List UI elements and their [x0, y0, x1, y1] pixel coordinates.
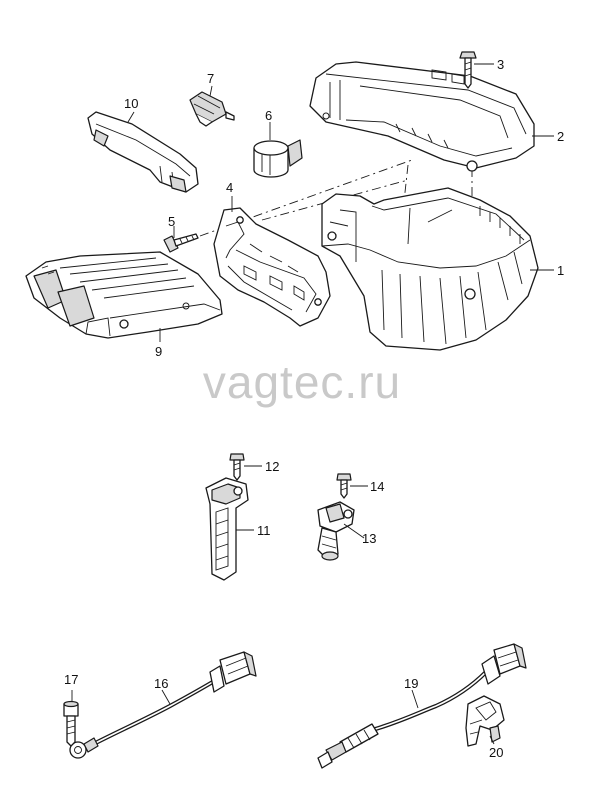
- callout-6: 6: [265, 108, 272, 123]
- callout-17: 17: [64, 672, 78, 687]
- part-17-bolt: [63, 700, 79, 747]
- callout-10: 10: [124, 96, 138, 111]
- part-13-sensor: [317, 501, 355, 561]
- callout-14: 14: [370, 479, 384, 494]
- callout-19: 19: [404, 676, 418, 691]
- part-10-cover-strip: [87, 111, 199, 193]
- callout-13: 13: [362, 531, 376, 546]
- part-9-control-unit: [25, 251, 223, 339]
- callout-2: 2: [557, 129, 564, 144]
- leader-lines: [71, 63, 554, 745]
- watermark-text: vagtec.ru: [203, 356, 401, 408]
- part-2-housing-cover: [309, 61, 535, 172]
- part-6-relay: [253, 139, 303, 178]
- part-5-screw: [163, 233, 199, 253]
- part-7-connector: [189, 91, 235, 127]
- callout-20: 20: [489, 745, 503, 760]
- part-1-housing-lower: [321, 187, 539, 351]
- callout-7: 7: [207, 71, 214, 86]
- callout-9: 9: [155, 344, 162, 359]
- part-12-screw: [229, 453, 245, 481]
- part-16-knock-sensor: [69, 651, 257, 759]
- callout-4: 4: [226, 180, 233, 195]
- callout-16: 16: [154, 676, 168, 691]
- part-19-lambda-sensor: [317, 643, 527, 769]
- part-11-sensor: [205, 477, 249, 581]
- part-3-screw: [459, 51, 477, 89]
- callouts: 1 2 3 4 5 6 7 9 10 11 12 13 14 16 17 19 …: [64, 57, 564, 760]
- callout-1: 1: [557, 263, 564, 278]
- callout-3: 3: [497, 57, 504, 72]
- callout-11: 11: [257, 523, 271, 538]
- callout-12: 12: [265, 459, 279, 474]
- part-4-bracket: [213, 207, 331, 327]
- callout-5: 5: [168, 214, 175, 229]
- part-14-screw: [336, 473, 352, 499]
- part-20-clip: [465, 695, 505, 747]
